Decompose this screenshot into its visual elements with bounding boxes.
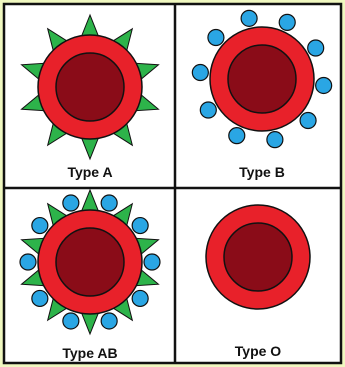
label-type-ab: Type AB — [62, 345, 117, 361]
label-type-o: Type O — [235, 343, 282, 359]
b-antigen-dot — [208, 30, 224, 46]
b-antigen-dot — [63, 195, 79, 211]
b-antigen-dot — [132, 218, 148, 234]
b-antigen-dot — [101, 195, 117, 211]
b-antigen-dot — [200, 102, 216, 118]
b-antigen-dot — [144, 254, 160, 270]
red-blood-cell-inner — [224, 223, 292, 291]
b-antigen-dot — [63, 313, 79, 329]
red-blood-cell-inner — [56, 53, 124, 121]
b-antigen-dot — [241, 10, 257, 26]
label-type-a: Type A — [67, 164, 112, 180]
red-blood-cell-inner — [56, 228, 124, 296]
b-antigen-dot — [267, 132, 283, 148]
b-antigen-dot — [308, 40, 324, 56]
b-antigen-dot — [32, 218, 48, 234]
b-antigen-dot — [192, 65, 208, 81]
b-antigen-dot — [20, 254, 36, 270]
b-antigen-dot — [101, 313, 117, 329]
label-type-b: Type B — [239, 164, 285, 180]
b-antigen-dot — [300, 112, 316, 128]
b-antigen-dot — [132, 290, 148, 306]
b-antigen-dot — [32, 290, 48, 306]
b-antigen-dot — [316, 77, 332, 93]
b-antigen-dot — [229, 128, 245, 144]
red-blood-cell-inner — [228, 45, 296, 113]
b-antigen-dot — [279, 14, 295, 30]
